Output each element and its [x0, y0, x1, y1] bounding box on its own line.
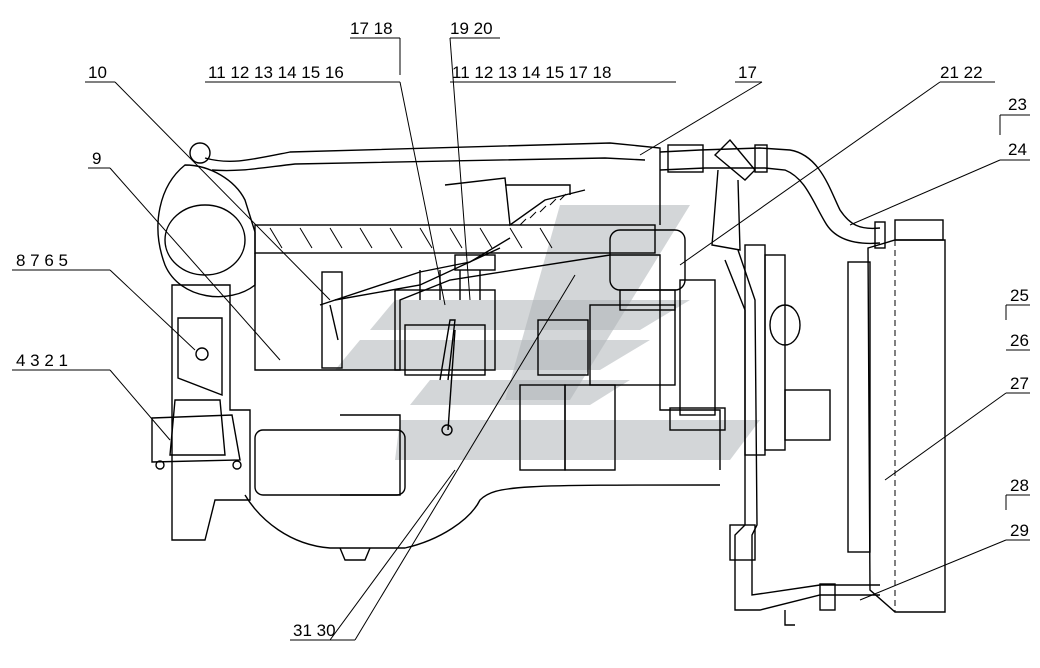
callout-labels: 17 18 19 20 11 12 13 14 15 16 11 12 13 1… — [16, 19, 1029, 640]
label-28: 28 — [1010, 476, 1029, 495]
label-21-22: 21 22 — [940, 63, 983, 82]
label-11-18: 11 12 13 14 15 17 18 — [452, 63, 611, 82]
label-25: 25 — [1010, 286, 1029, 305]
label-24: 24 — [1008, 140, 1027, 159]
label-17: 17 — [738, 63, 757, 82]
label-29: 29 — [1010, 521, 1029, 540]
label-26: 26 — [1010, 331, 1029, 350]
leader-lines — [12, 37, 1030, 641]
label-23: 23 — [1008, 95, 1027, 114]
label-11-16: 11 12 13 14 15 16 — [208, 63, 344, 82]
label-27: 27 — [1010, 374, 1029, 393]
label-8-5: 8 7 6 5 — [16, 251, 68, 270]
label-17-18-top: 17 18 — [350, 19, 393, 38]
label-9: 9 — [92, 149, 101, 168]
engine-body — [151, 138, 946, 626]
label-4-1: 4 3 2 1 — [16, 351, 68, 370]
label-31-30: 31 30 — [293, 621, 336, 640]
label-10: 10 — [88, 63, 107, 82]
label-19-20: 19 20 — [450, 19, 493, 38]
